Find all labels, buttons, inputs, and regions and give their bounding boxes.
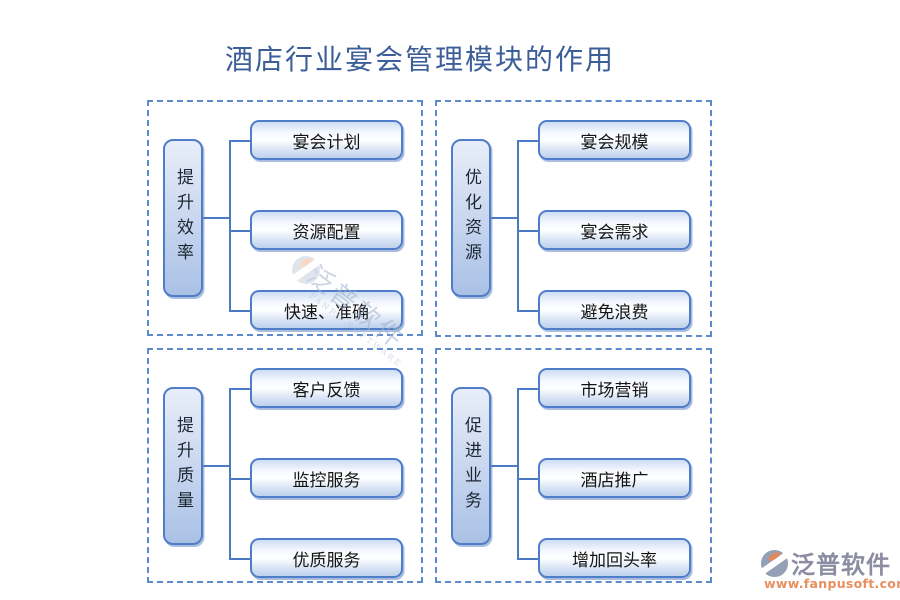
brand-logo: 泛普软件 www.fanpusoft.com: [760, 547, 900, 595]
connector-label-link: [202, 217, 229, 219]
node-box: 宴会计划: [250, 120, 403, 160]
group-label-box: 促进业务: [451, 387, 491, 545]
node-box: 优质服务: [250, 538, 403, 578]
group-label-box: 优化资源: [451, 139, 491, 297]
connector-label-link: [202, 465, 229, 467]
connector-stub: [229, 310, 250, 312]
brand-logo-name: 泛普软件: [791, 550, 891, 579]
connector-label-link: [490, 217, 517, 219]
node-box: 增加回头率: [538, 538, 691, 578]
node-box: 快速、准确: [250, 290, 403, 330]
connector-stub: [517, 140, 538, 142]
node-box: 监控服务: [250, 458, 403, 498]
connector-stub: [229, 388, 250, 390]
quadrant-panel-quality: 提升质量 客户反馈 监控服务 优质服务: [147, 348, 423, 583]
connector-stub: [517, 388, 538, 390]
node-box: 资源配置: [250, 210, 403, 250]
node-box: 避免浪费: [538, 290, 691, 330]
quadrant-panel-business: 促进业务 市场营销 酒店推广 增加回头率: [435, 348, 712, 583]
connector-trunk: [229, 388, 231, 559]
connector-stub: [229, 478, 250, 480]
node-box: 客户反馈: [250, 368, 403, 408]
quadrant-panel-resources: 优化资源 宴会规模 宴会需求 避免浪费: [435, 100, 712, 337]
connector-stub: [517, 478, 538, 480]
node-box: 宴会规模: [538, 120, 691, 160]
brand-logo-url: www.fanpusoft.com: [764, 576, 900, 591]
connector-label-link: [490, 465, 517, 467]
brand-logo-icon: [760, 549, 789, 578]
page-title: 酒店行业宴会管理模块的作用: [224, 43, 615, 76]
node-box: 市场营销: [538, 368, 691, 408]
connector-stub: [229, 140, 250, 142]
connector-stub: [229, 230, 250, 232]
node-box: 酒店推广: [538, 458, 691, 498]
connector-trunk: [517, 140, 519, 311]
connector-trunk: [517, 388, 519, 559]
group-label-box: 提升质量: [163, 387, 203, 545]
quadrant-panel-efficiency: 提升效率 宴会计划 资源配置 快速、准确: [147, 100, 423, 336]
connector-stub: [517, 310, 538, 312]
node-box: 宴会需求: [538, 210, 691, 250]
connector-stub: [229, 558, 250, 560]
connector-trunk: [229, 140, 231, 311]
connector-stub: [517, 558, 538, 560]
connector-stub: [517, 230, 538, 232]
group-label-box: 提升效率: [163, 139, 203, 297]
